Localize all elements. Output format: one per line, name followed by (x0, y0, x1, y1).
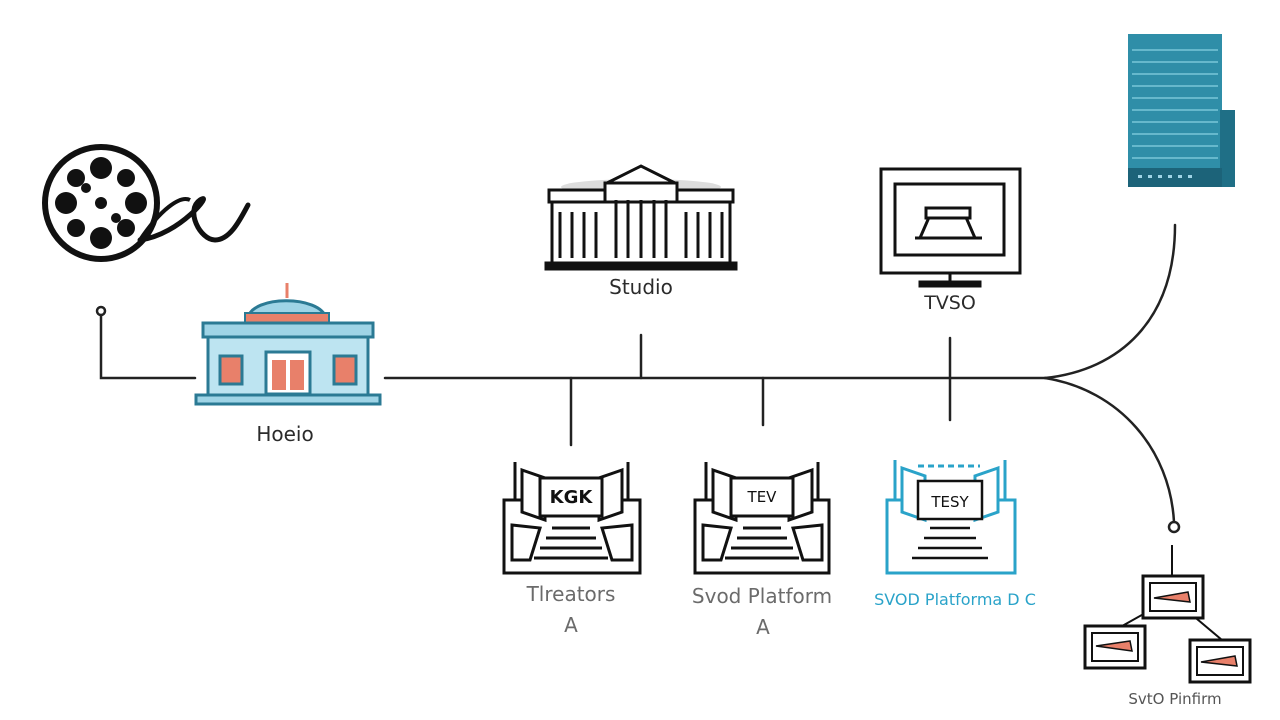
svod-cluster-label: SvtO Pinfirm (1128, 690, 1222, 708)
svod-a-building-icon (693, 462, 831, 575)
tvso-label: TVSO (924, 292, 976, 314)
theaters-label: Tlreators (526, 582, 616, 606)
svod-a-sign-text: TEV (747, 488, 778, 506)
connectors (95, 223, 1181, 534)
svod-c-sign-text: TESY (930, 493, 969, 511)
svod-a-sub-label: A (756, 615, 770, 639)
hoeio-label: Hoeio (256, 422, 314, 446)
monitor-left-icon (1083, 624, 1147, 670)
svod-c-screen (912, 479, 988, 560)
theaters-sign-text: KGK (550, 487, 594, 508)
theaters-building-icon (502, 462, 642, 575)
svod-c-label: SVOD Platforma D C (874, 590, 1036, 609)
studio-label: Studio (609, 275, 673, 299)
tvso-monitor-icon (879, 167, 1022, 288)
svod-cluster-icon (1083, 545, 1252, 684)
svod-a-label: Svod Platform (691, 584, 833, 608)
monitor-right-icon (1188, 638, 1252, 684)
skyscraper-icon (1128, 34, 1235, 187)
film-reel-icon (42, 144, 251, 262)
monitor-top-icon (1141, 574, 1205, 620)
theaters-sub-label: A (564, 613, 578, 637)
studio-building-icon (544, 164, 738, 271)
hoeio-building-icon (194, 283, 382, 406)
